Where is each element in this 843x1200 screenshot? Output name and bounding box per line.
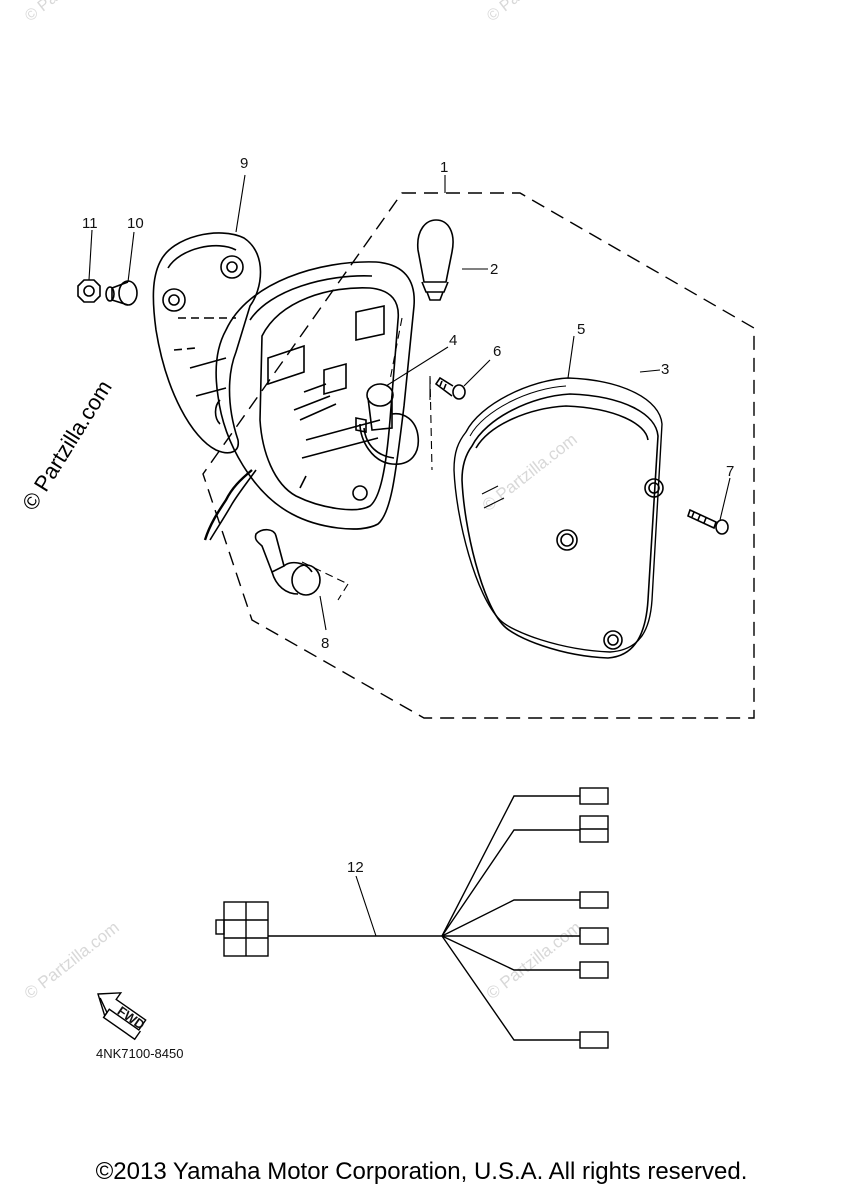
callout-1: 1: [440, 159, 448, 176]
watermark-bottom-right: © Partzilla.com: [483, 918, 585, 1004]
bulb: [416, 219, 454, 301]
leader-lines: [88, 174, 731, 937]
diagram-code: 4NK7100-8450: [96, 1046, 183, 1061]
collar: [105, 280, 138, 306]
watermarks: © Partzilla.com © Partzilla.com © Partzi…: [17, 0, 585, 1003]
callout-7: 7: [726, 463, 734, 480]
housing-body: [203, 261, 415, 541]
watermark-top-right: © Partzilla.com: [484, 0, 579, 25]
callout-8: 8: [321, 635, 329, 652]
long-screw: [687, 508, 729, 535]
socket: [355, 383, 420, 465]
callout-3: 3: [661, 361, 669, 378]
nut: [77, 279, 101, 303]
callout-12: 12: [347, 859, 364, 876]
watermark-main: © Partzilla.com: [17, 376, 117, 515]
watermark-lens: © Partzilla.com: [479, 430, 581, 516]
callout-9: 9: [240, 155, 248, 172]
callout-6: 6: [493, 343, 501, 360]
assembly-boundary: [202, 192, 755, 719]
callout-11: 11: [82, 215, 98, 232]
callout-10: 10: [127, 215, 144, 232]
copyright-notice: ©2013 Yamaha Motor Corporation, U.S.A. A…: [95, 1158, 748, 1185]
small-screw: [434, 376, 466, 400]
watermark-bottom-left: © Partzilla.com: [21, 918, 123, 1004]
callout-5: 5: [577, 321, 585, 338]
wire-harness: [215, 787, 609, 1049]
gasket-inner: [469, 385, 567, 437]
gasket: [453, 377, 663, 653]
lens: [461, 393, 664, 659]
fwd-arrow-icon: FWD: [97, 992, 148, 1041]
callout-4: 4: [449, 332, 457, 349]
callouts: 1 2 3 4 5 6 7 8 9 10 11 12: [82, 155, 734, 876]
watermark-top-left: © Partzilla.com: [22, 0, 117, 25]
callout-2: 2: [490, 261, 498, 278]
bracket-plate: [152, 232, 262, 454]
grommet: [254, 528, 321, 596]
